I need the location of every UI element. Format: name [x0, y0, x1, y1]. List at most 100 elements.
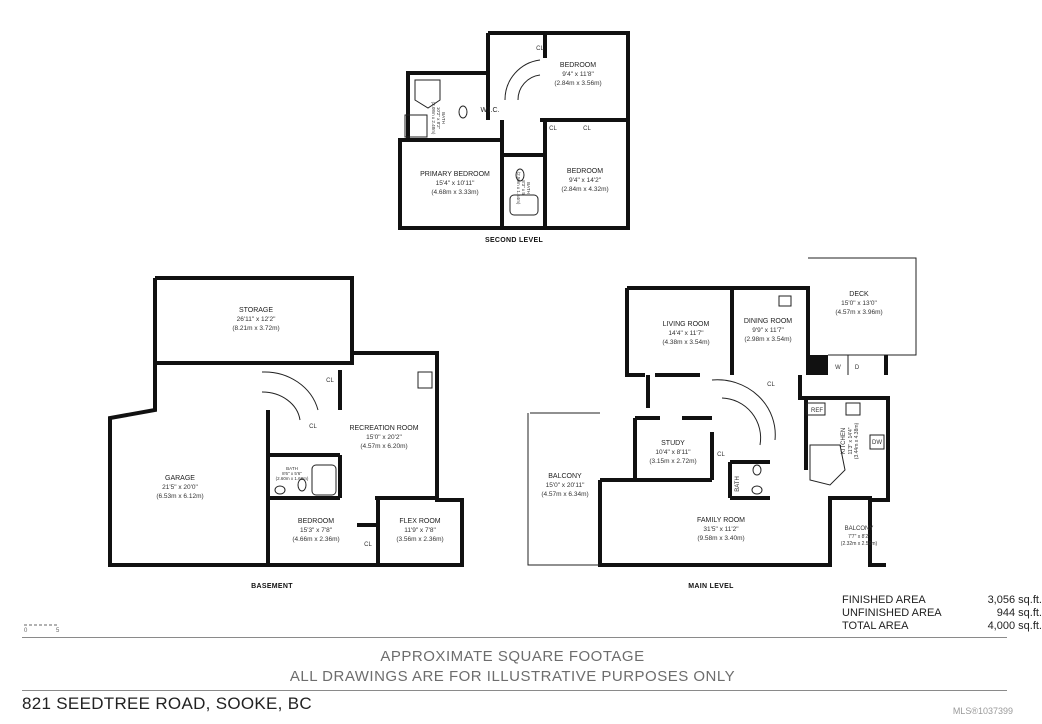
dishwasher-label: DW: [872, 440, 882, 446]
main-outer-wall: [625, 288, 645, 377]
room-dim: (2.50m x 1.54m): [516, 172, 521, 205]
fridge-icon: [806, 402, 826, 416]
footer-line2: ALL DRAWINGS ARE FOR ILLUSTRATIVE PURPOS…: [289, 668, 736, 685]
room-dim: 15'3" x 7'8": [300, 527, 333, 534]
area-value: 4,000 sq.ft.: [987, 620, 1042, 632]
room-dim: 9'9" x 11'7": [752, 327, 784, 334]
room-dim: 7'7" x 8'2": [848, 534, 870, 540]
footer-line1: APPROXIMATE SQUARE FOOTAGE: [380, 648, 645, 665]
deck-outline: [808, 257, 917, 356]
room-name: BALCONY: [845, 526, 874, 532]
divider: [22, 637, 1007, 638]
room-dim: (3.15m x 2.72m): [649, 458, 696, 465]
tub-icon: [414, 79, 441, 109]
stair-outline: [711, 379, 776, 441]
room-dim: 15'0" x 20'11": [546, 482, 585, 489]
level-title: SECOND LEVEL: [485, 237, 543, 244]
scale-five: 5: [56, 628, 60, 634]
divider: [22, 690, 1007, 691]
room-name: RECREATION ROOM: [349, 425, 418, 432]
stair-outline: [261, 391, 301, 421]
scale-bar: 0 5: [24, 624, 60, 634]
basement-outer-wall: [108, 363, 270, 567]
wic-label: W.I.C.: [480, 107, 499, 114]
basement-plan: STORAGE 26'11" x 12'2" (8.21m x 3.72m) G…: [108, 276, 464, 590]
mls-number: MLS®1037399: [952, 706, 1013, 716]
fixture-icon: [778, 295, 792, 307]
room-name: GARAGE: [165, 475, 195, 482]
main-outer-wall: [627, 286, 810, 375]
room-dim: 15'0" x 13'0": [841, 300, 877, 307]
bath-label-group: BATH 10'2" x 8'2" (3.08m x 2.48m): [431, 102, 446, 135]
room-dim: (4.57m x 6.20m): [360, 443, 407, 450]
shower-icon: [404, 114, 428, 138]
room-dim: (2.32m x 2.50m): [841, 541, 878, 547]
kitchen-label-group: KITCHEN 11'3" x 14'4" (3.44m x 4.38m): [841, 422, 860, 459]
sink-icon: [751, 485, 763, 495]
room-name: FLEX ROOM: [399, 518, 440, 525]
main-outer-wall: [798, 375, 890, 502]
room-dim: 15'0" x 20'2": [366, 434, 402, 441]
room-dim: 26'11" x 12'2": [237, 316, 276, 323]
room-name: FAMILY ROOM: [697, 517, 745, 524]
room-dim: 21'5" x 20'0": [162, 484, 198, 491]
room-dim: 8'3" x 5': [521, 180, 526, 196]
room-name: PRIMARY BEDROOM: [420, 171, 490, 178]
area-value: 944 sq.ft.: [996, 607, 1042, 619]
room-name: BEDROOM: [567, 168, 603, 175]
area-label: UNFINISHED AREA: [842, 607, 942, 619]
room-name: BEDROOM: [560, 62, 596, 69]
toilet-icon: [515, 168, 525, 182]
room-dim: 11'9" x 7'8": [404, 527, 436, 534]
stair-outline: [721, 397, 762, 446]
room-name: KITCHEN: [841, 428, 847, 454]
closet-label: CL: [309, 424, 317, 430]
bath-label-group: BATH 8'3" x 5' (2.50m x 1.54m): [516, 172, 531, 205]
washer-label: W: [835, 365, 841, 371]
room-name: LIVING ROOM: [663, 321, 710, 328]
room-dim: (9.58m x 3.40m): [697, 535, 744, 542]
room-dim: 31'5" x 11'2": [703, 526, 739, 533]
closet-label: CL: [717, 452, 725, 458]
closet-label: CL: [583, 126, 591, 132]
toilet-icon: [297, 478, 307, 492]
room-dim: (3.08m x 2.48m): [431, 102, 436, 135]
room-name: BATH: [526, 182, 531, 194]
room-dim: (8.21m x 3.72m): [232, 325, 279, 332]
room-name: STORAGE: [239, 307, 273, 314]
room-dim: (2.98m x 3.54m): [744, 336, 791, 343]
room-dim: (4.57m x 6.34m): [541, 491, 588, 498]
utility-icon: [417, 371, 433, 389]
room-dim: (4.68m x 3.33m): [431, 189, 478, 196]
room-dim: (6.53m x 6.12m): [156, 493, 203, 500]
room-name: BALCONY: [548, 473, 582, 480]
room-name: BEDROOM: [298, 518, 334, 525]
room-dim: 9'4" x 14'2": [569, 177, 602, 184]
room-dim: (4.57m x 3.96m): [835, 309, 882, 316]
room-name: DECK: [849, 291, 869, 298]
area-value: 3,056 sq.ft.: [987, 594, 1042, 606]
room-dim: (3.44m x 4.38m): [854, 422, 860, 459]
wall-pillar: [808, 355, 828, 375]
room-name: BATH: [441, 112, 446, 124]
balcony-outline: [527, 413, 600, 566]
tub-icon: [311, 464, 337, 496]
room-dim: (2.84m x 3.56m): [554, 80, 601, 87]
bath-label-group: BATH: [735, 476, 741, 492]
room-dim: 15'4" x 10'11": [436, 180, 475, 187]
level-title: BASEMENT: [251, 583, 293, 590]
dryer-label: D: [855, 365, 860, 371]
appliance-icon: [869, 434, 885, 450]
closet-label: CL: [549, 126, 557, 132]
toilet-icon: [458, 105, 468, 119]
room-dim: (4.66m x 2.36m): [292, 536, 339, 543]
stair-outline: [504, 59, 541, 101]
stove-icon: [845, 402, 861, 416]
sink-icon: [274, 485, 286, 495]
room-dim: 8'6" x 5'6": [282, 471, 302, 476]
tub-icon: [509, 194, 539, 216]
closet-label: CL: [767, 382, 775, 388]
stair-outline: [261, 371, 319, 411]
closet-label: CL: [364, 542, 372, 548]
